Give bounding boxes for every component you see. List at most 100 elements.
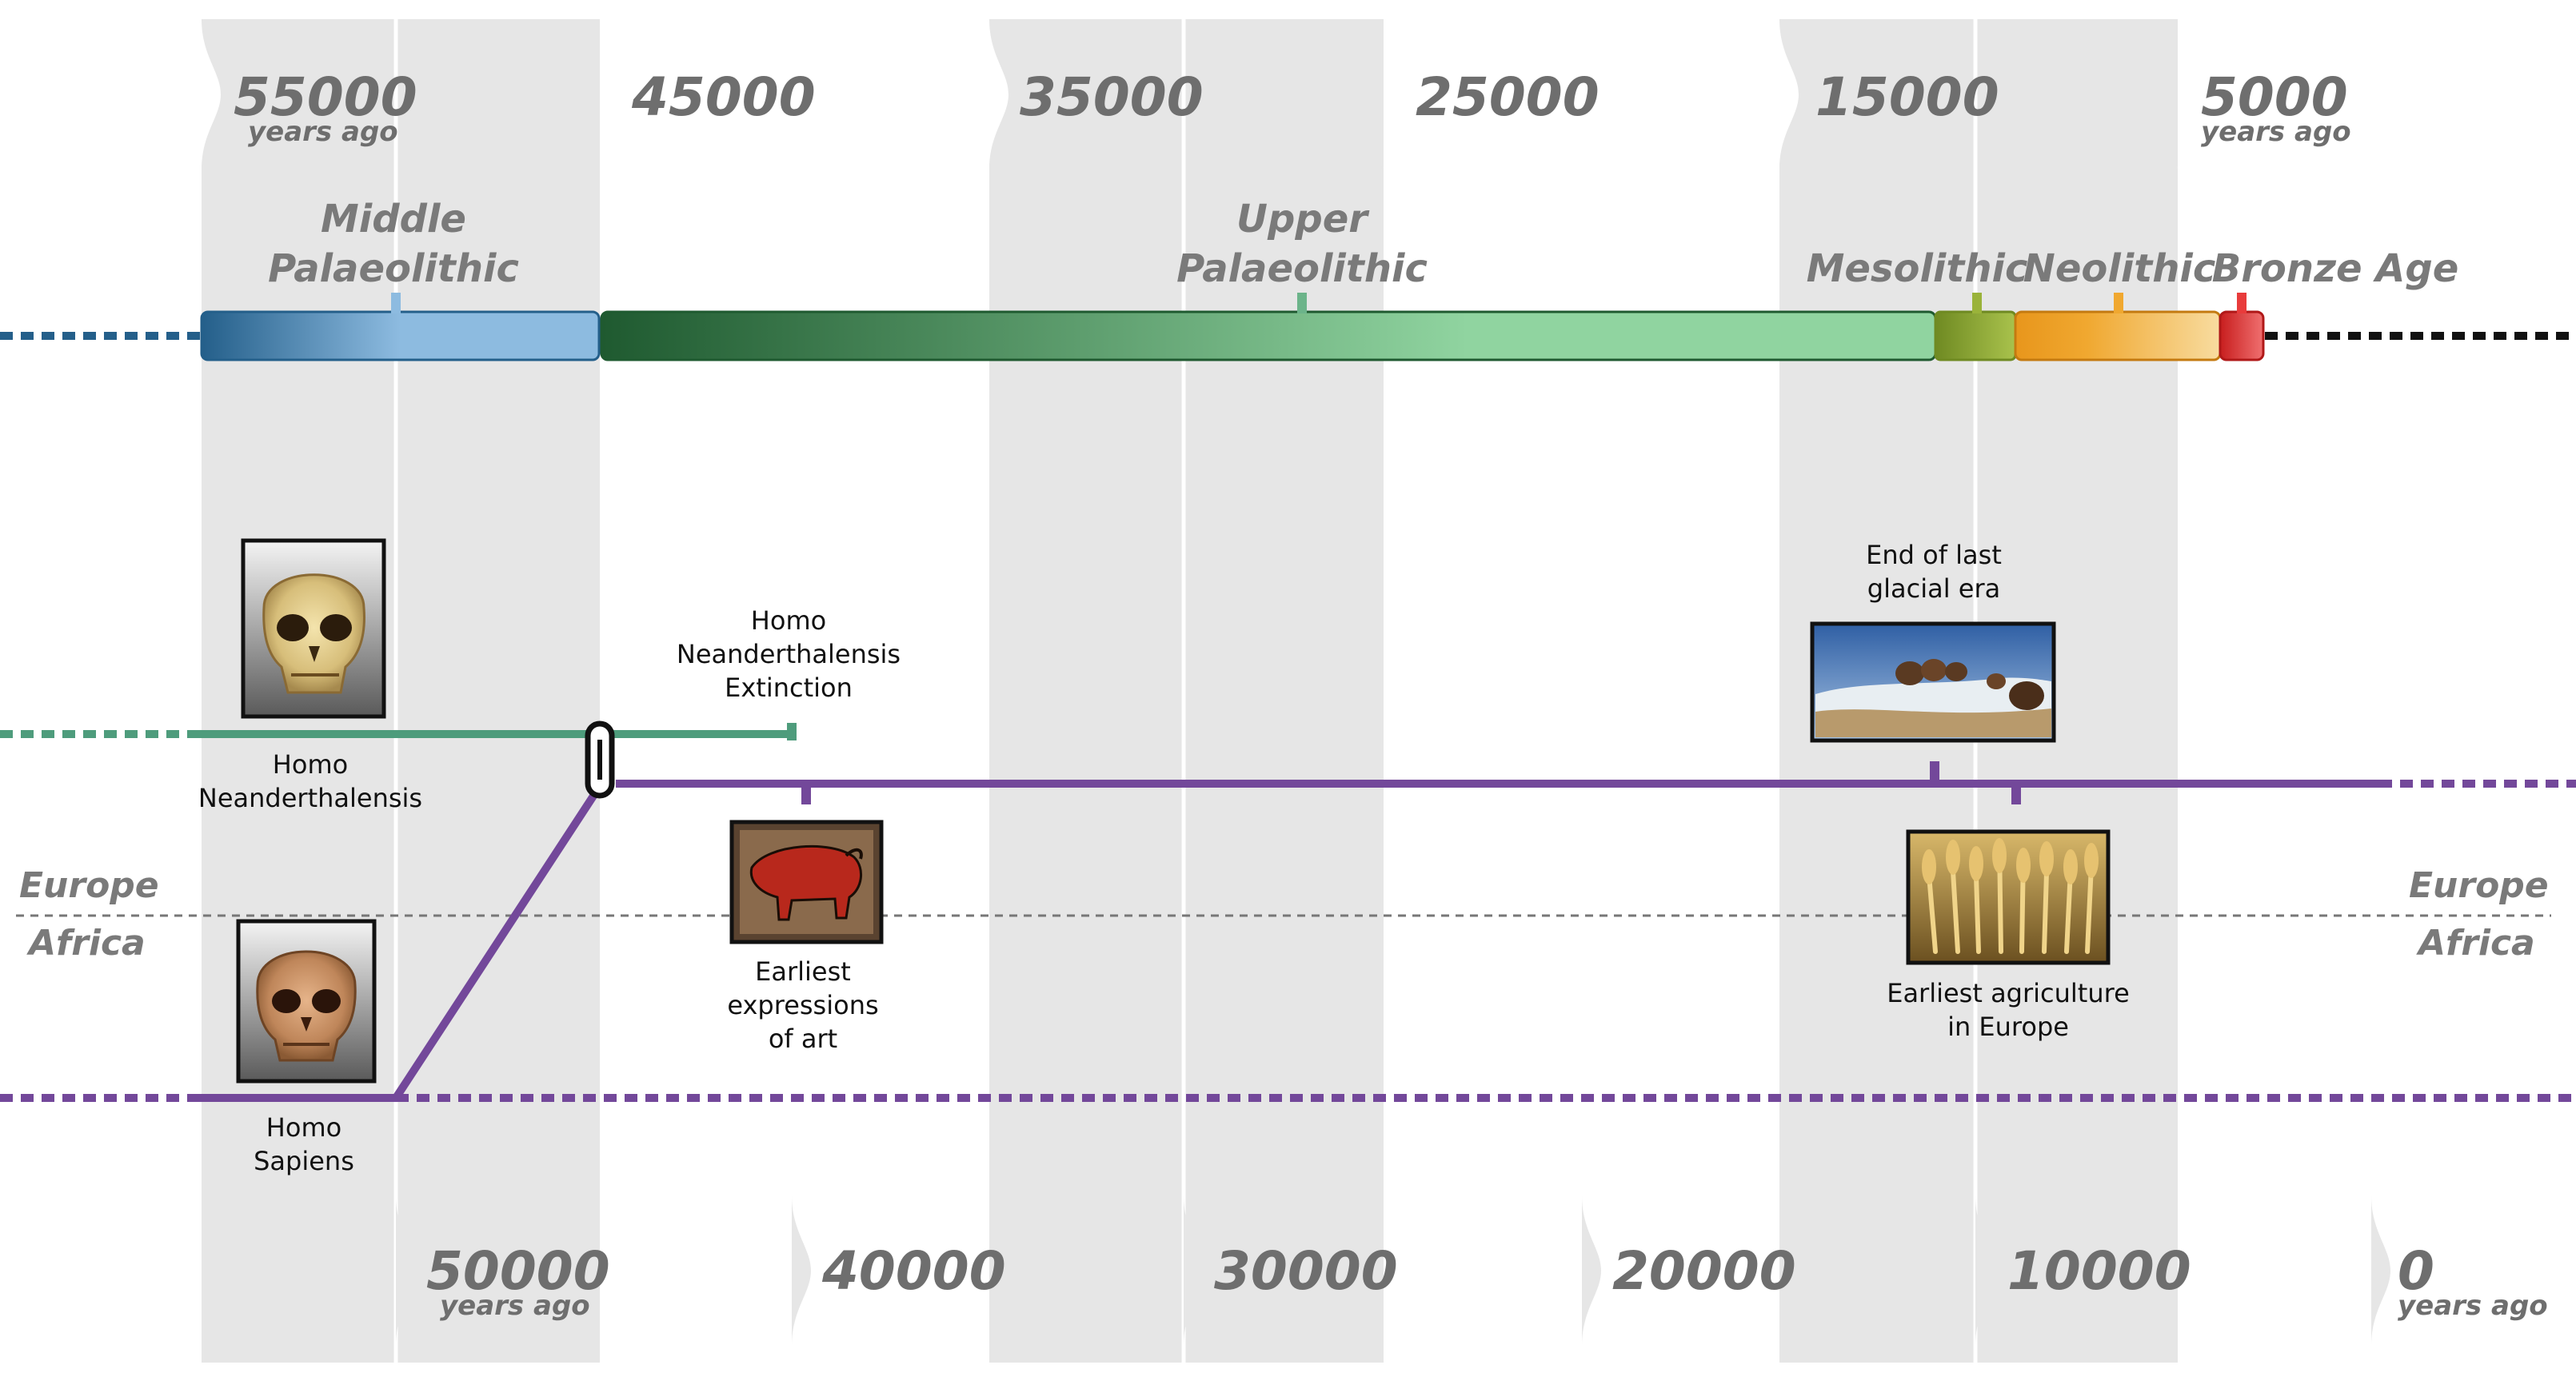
- mammoth-icon-2: [1921, 659, 1947, 681]
- neanderthal-skull-photo: [241, 538, 386, 719]
- contact-marker: [585, 720, 615, 799]
- neanderthal-caption-line1: Homo: [273, 749, 348, 780]
- extinction-caption-line2: Neanderthalensis: [677, 639, 901, 669]
- year-label-25000: 25000: [1416, 66, 1600, 128]
- year-suffix-50000: years ago: [440, 1290, 590, 1322]
- extinction-caption-line3: Extinction: [725, 673, 853, 703]
- period-label-bronze-age: Bronze Age: [2212, 246, 2459, 291]
- neanderthal-lineage: [0, 723, 797, 740]
- sapiens-eye-right-icon: [312, 989, 341, 1013]
- neanderthal-skull-icon: [262, 573, 365, 694]
- period-label-middle-line1: Middle: [321, 197, 466, 241]
- period-neolithic: [2014, 310, 2222, 361]
- brace-10000: [1975, 1195, 1995, 1346]
- year-label-0: 0: [2398, 1240, 2434, 1302]
- period-bronze-age: [2219, 310, 2265, 361]
- band-35000-25000: [989, 19, 1384, 1363]
- neanderthal-nose-icon: [309, 646, 320, 662]
- year-suffix-0: years ago: [2398, 1290, 2548, 1322]
- wheat-photo-frame: [1906, 829, 2111, 965]
- brace-20000: [1582, 1195, 1601, 1346]
- agriculture-caption-line1: Earliest agriculture: [1887, 978, 2130, 1008]
- year-label-45000: 45000: [631, 66, 816, 128]
- art-caption-line3: of art: [769, 1024, 837, 1054]
- neanderthal-eye-left-icon: [277, 614, 309, 641]
- year-label-30000: 30000: [1214, 1240, 1398, 1302]
- tick-neolithic: [2114, 293, 2123, 313]
- top-braces: [202, 19, 2197, 170]
- region-label-europe-right: Europe: [2409, 865, 2549, 906]
- tick-bronze-age: [2237, 293, 2247, 313]
- region-label-africa-left: Africa: [26, 923, 146, 964]
- year-label-55000: 55000: [234, 66, 417, 128]
- brace-40000: [792, 1195, 811, 1346]
- neanderthal-eye-right-icon: [320, 614, 352, 641]
- tick-mesolithic: [1972, 293, 1982, 313]
- mammoth-icon-1: [1895, 661, 1924, 685]
- neanderthal-extinction-tick: [787, 723, 797, 740]
- bison-icon: [749, 844, 863, 921]
- brace-0: [2371, 1195, 2390, 1346]
- period-middle-palaeolithic: [200, 310, 601, 361]
- brace-55000: [202, 19, 221, 170]
- year-label-10000: 10000: [2007, 1240, 2191, 1302]
- region-label-africa-right: Africa: [2416, 923, 2535, 964]
- year-label-40000: 40000: [821, 1240, 1006, 1302]
- brace-45000: [600, 19, 619, 170]
- year-suffix-55000: years ago: [248, 116, 398, 148]
- year-labels-top: 55000 years ago 45000 35000 25000 15000 …: [234, 66, 2351, 148]
- year-label-5000: 5000: [2201, 66, 2348, 128]
- brace-50000: [396, 1195, 415, 1346]
- brace-35000: [989, 19, 1008, 170]
- brace-5000: [2178, 19, 2197, 170]
- wheat-ears-icon: [1922, 838, 2099, 884]
- period-label-upper-line1: Upper: [1236, 197, 1370, 241]
- agriculture-caption-line2: in Europe: [1947, 1012, 2069, 1042]
- region-label-europe-left: Europe: [19, 865, 159, 906]
- agriculture-event-tick: [2011, 780, 2021, 804]
- tick-middle-palaeolithic: [391, 293, 401, 313]
- brace-30000: [1184, 1195, 1203, 1346]
- art-caption-line2: expressions: [727, 990, 878, 1020]
- sapiens-caption-line2: Sapiens: [254, 1146, 354, 1176]
- glacial-landscape-photo: [1810, 621, 2056, 743]
- period-mesolithic: [1934, 310, 2017, 361]
- sapiens-skull-icon: [256, 950, 357, 1062]
- year-label-15000: 15000: [1815, 66, 1999, 128]
- glacial-caption-line2: glacial era: [1867, 573, 2000, 604]
- period-bar: [0, 293, 2576, 361]
- period-label-middle-line2: Palaeolithic: [268, 246, 519, 291]
- mammoth-icon-3: [1945, 662, 1967, 681]
- mammoth-icon-4: [2009, 681, 2044, 710]
- glacial-caption-line1: End of last: [1866, 540, 2002, 570]
- brace-25000: [1384, 19, 1403, 170]
- year-label-20000: 20000: [1612, 1240, 1796, 1302]
- period-label-mesolithic: Mesolithic: [1807, 246, 2028, 291]
- year-label-50000: 50000: [426, 1240, 610, 1302]
- sapiens-migration-line: [392, 781, 605, 1100]
- region-labels: Europe Africa Europe Africa: [19, 865, 2549, 964]
- period-labels: Middle Palaeolithic Upper Palaeolithic M…: [268, 197, 2458, 291]
- year-label-35000: 35000: [1020, 66, 1204, 128]
- glacial-event-tick: [1930, 761, 1939, 785]
- sapiens-caption-line1: Homo: [266, 1112, 341, 1143]
- column-bands: [202, 19, 2178, 1363]
- bottom-braces: [396, 1195, 2390, 1346]
- art-caption-line1: Earliest: [755, 956, 851, 987]
- year-suffix-5000: years ago: [2201, 116, 2351, 148]
- neanderthal-caption-line2: Neanderthalensis: [198, 783, 422, 813]
- extinction-caption-line1: Homo: [751, 605, 826, 636]
- tick-upper-palaeolithic: [1297, 293, 1307, 313]
- year-labels-bottom: 50000 years ago 40000 30000 20000 10000 …: [426, 1240, 2548, 1322]
- wheat-photo: [1906, 829, 2111, 965]
- period-upper-palaeolithic: [600, 310, 1937, 361]
- art-event-tick: [801, 780, 811, 804]
- period-label-upper-line2: Palaeolithic: [1176, 246, 1428, 291]
- sapiens-lineage: [0, 761, 2576, 1102]
- sapiens-nose-icon: [301, 1017, 312, 1032]
- bison-horn-icon: [845, 848, 863, 860]
- tundra-ground: [1815, 708, 2051, 737]
- brace-15000: [1779, 19, 1799, 170]
